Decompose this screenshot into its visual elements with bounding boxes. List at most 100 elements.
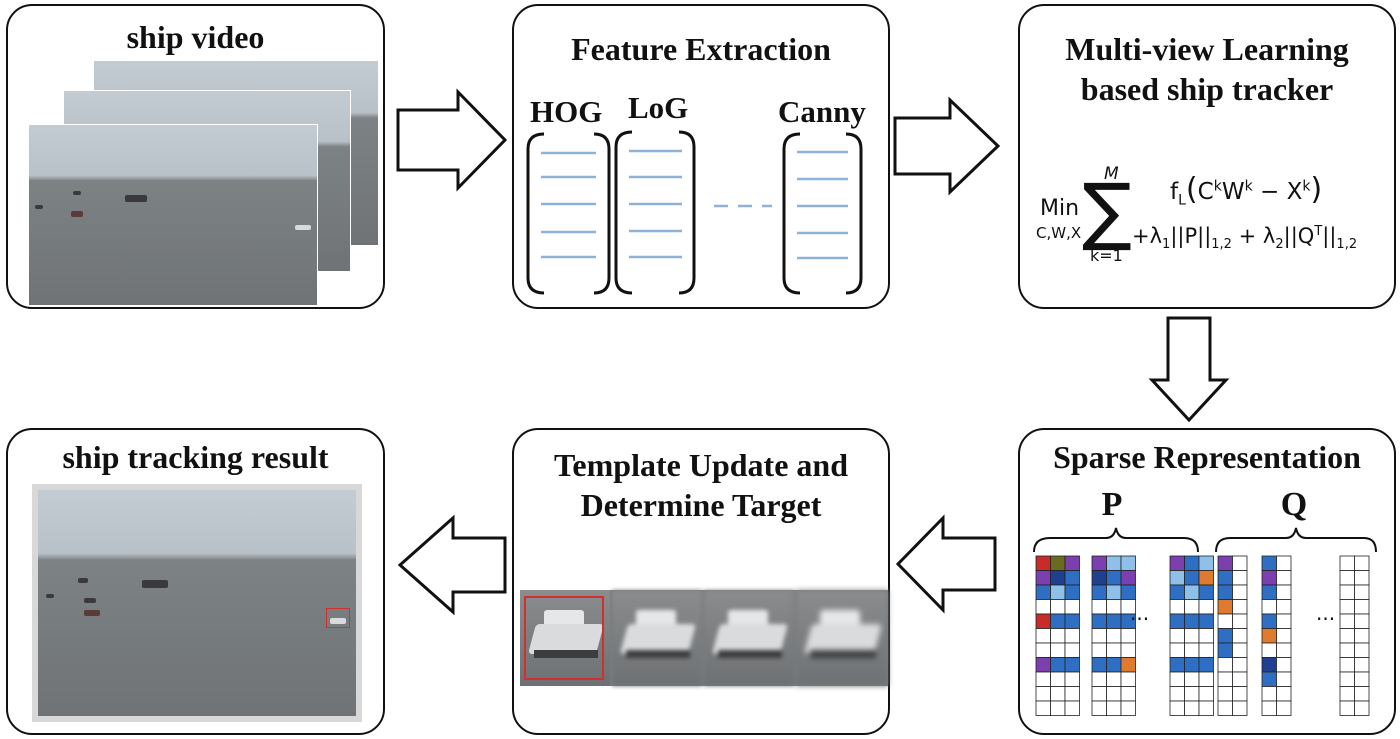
sparse-title: Sparse Representation (1053, 439, 1361, 475)
matrix-cell (1354, 700, 1370, 716)
matrix-cell (1198, 657, 1214, 673)
matrix-cell (1120, 584, 1136, 600)
tracker-title-line1: Multi-view Learning (1065, 31, 1349, 67)
matrix-cell (1354, 584, 1370, 600)
matrix-cell (1064, 599, 1080, 615)
matrix-cell (1339, 642, 1355, 658)
matrix-cell (1261, 570, 1277, 586)
matrix-cell (1198, 642, 1214, 658)
matrix-cell (1232, 570, 1248, 586)
hog-vector (526, 132, 611, 295)
matrix-cell (1106, 686, 1122, 702)
matrix-cell (1184, 555, 1200, 571)
matrix-cell (1217, 555, 1233, 571)
matrix-cell (1035, 657, 1051, 673)
matrix-cell (1217, 700, 1233, 716)
result-title: ship tracking result (62, 439, 329, 475)
matrix-cell (1035, 570, 1051, 586)
matrix-cell (1261, 555, 1277, 571)
ship-video-box: ship video (6, 4, 385, 309)
matrix-cell (1184, 584, 1200, 600)
matrix-cell (1184, 599, 1200, 615)
log-label: LoG (628, 90, 689, 125)
q-matrix-column-3 (1339, 555, 1370, 716)
matrix-cell (1276, 570, 1292, 586)
p-matrix-column-2 (1091, 555, 1136, 716)
p-matrix-column-3 (1169, 555, 1214, 716)
matrix-cell (1354, 628, 1370, 644)
matrix-cell (1035, 599, 1051, 615)
matrix-cell (1050, 642, 1066, 658)
matrix-cell (1184, 686, 1200, 702)
matrix-cell (1261, 671, 1277, 687)
matrix-cell (1050, 628, 1066, 644)
arrow-left-icon (895, 514, 997, 614)
feature-vectors (526, 130, 863, 295)
hog-label: HOG (530, 94, 603, 129)
matrix-cell (1064, 642, 1080, 658)
matrix-cell (1169, 686, 1185, 702)
matrix-cell (1091, 671, 1107, 687)
matrix-cell (1169, 642, 1185, 658)
matrix-cell (1217, 657, 1233, 673)
template-candidate-3 (796, 590, 888, 686)
matrix-cell (1339, 657, 1355, 673)
matrix-cell (1232, 555, 1248, 571)
matrix-cell (1120, 555, 1136, 571)
template-candidate-1 (612, 590, 702, 686)
tracked-ship-box (326, 608, 350, 628)
matrix-cell (1064, 700, 1080, 716)
matrix-cell (1064, 628, 1080, 644)
matrix-cell (1184, 700, 1200, 716)
matrix-cell (1169, 570, 1185, 586)
matrix-cell (1050, 584, 1066, 600)
matrix-cell (1217, 628, 1233, 644)
matrix-cell (1261, 613, 1277, 629)
matrix-cell (1217, 584, 1233, 600)
matrix-cell (1050, 700, 1066, 716)
matrix-cell (1064, 584, 1080, 600)
matrix-cell (1106, 700, 1122, 716)
arrow-right-icon-2 (893, 96, 1001, 196)
matrix-cell (1339, 570, 1355, 586)
template-update-box: Template Update and Determine Target (512, 428, 890, 735)
arrow-down-icon (1148, 316, 1230, 423)
matrix-cell (1261, 599, 1277, 615)
matrix-cell (1169, 584, 1185, 600)
matrix-cell (1339, 555, 1355, 571)
matrix-cell (1064, 686, 1080, 702)
matrix-cell (1050, 686, 1066, 702)
matrix-cell (1064, 671, 1080, 687)
matrix-cell (1120, 657, 1136, 673)
matrix-cell (1198, 628, 1214, 644)
matrix-cell (1198, 599, 1214, 615)
matrix-cell (1120, 642, 1136, 658)
matrix-cell (1276, 657, 1292, 673)
matrix-cell (1035, 642, 1051, 658)
matrix-cell (1184, 671, 1200, 687)
matrix-cell (1035, 671, 1051, 687)
matrix-cell (1106, 657, 1122, 673)
tracker-title-line2: based ship tracker (1080, 71, 1334, 107)
matrix-cell (1184, 657, 1200, 673)
matrix-cell (1169, 700, 1185, 716)
matrix-cell (1217, 570, 1233, 586)
formula-term1: fL(CkWk − Xk) (1170, 172, 1323, 209)
matrix-cell (1050, 671, 1066, 687)
tracker-box: Multi-view Learning based ship tracker M… (1018, 4, 1396, 309)
matrix-cell (1035, 613, 1051, 629)
matrix-cell (1261, 700, 1277, 716)
matrix-cell (1354, 657, 1370, 673)
matrix-cell (1198, 555, 1214, 571)
matrix-cell (1198, 570, 1214, 586)
canny-label: Canny (778, 94, 866, 129)
q-ellipsis: ··· (1316, 607, 1335, 631)
template-title-line2: Determine Target (580, 487, 822, 523)
matrix-cell (1106, 570, 1122, 586)
template-title-line1: Template Update and (554, 447, 848, 483)
matrix-cell (1050, 657, 1066, 673)
sparse-matrices: ··· ··· (1033, 527, 1377, 716)
matrix-cell (1339, 613, 1355, 629)
matrix-cell (1354, 599, 1370, 615)
matrix-cell (1339, 686, 1355, 702)
